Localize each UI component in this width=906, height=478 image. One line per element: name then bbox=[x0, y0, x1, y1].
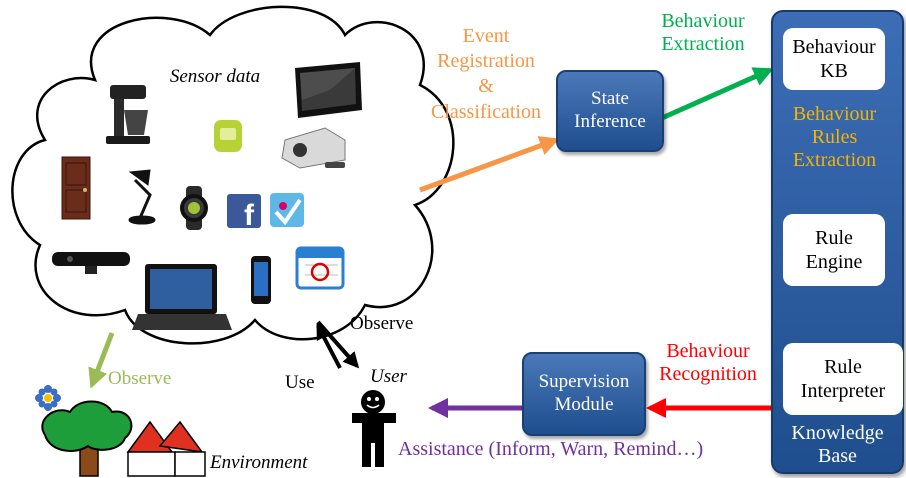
behaviour-rules-extraction-label: Behaviour Rules Extraction bbox=[792, 103, 877, 171]
arrow-cloud-observe-environment bbox=[88, 332, 115, 389]
smartphone-icon bbox=[251, 256, 271, 304]
watch-icon bbox=[180, 186, 208, 230]
user-use-label: Use bbox=[285, 372, 315, 393]
facebook-icon: f bbox=[227, 194, 261, 232]
event-registration-label: Event Registration & Classification bbox=[431, 25, 541, 123]
calendar-icon bbox=[295, 246, 345, 290]
tablet-icon bbox=[295, 62, 362, 118]
stick-figure-user-icon bbox=[352, 390, 396, 467]
user-observe-label: Observe bbox=[350, 313, 414, 334]
environment-observe-label: Observe bbox=[108, 368, 172, 389]
kinect-icon bbox=[52, 252, 130, 274]
arrow-cloud-to-state-inference bbox=[419, 136, 560, 193]
door-icon bbox=[61, 156, 91, 220]
arrow-state-to-behaviour-kb bbox=[660, 67, 774, 121]
behaviour-recognition-label: Behaviour Recognition bbox=[659, 340, 757, 385]
desk-lamp-icon bbox=[128, 169, 156, 225]
environment-label: Environment bbox=[210, 452, 308, 473]
house-icon bbox=[126, 420, 206, 477]
sensor-data-label: Sensor data bbox=[169, 66, 261, 87]
arrow-user-observe bbox=[316, 320, 360, 369]
behaviour-extraction-label: Behaviour Extraction bbox=[661, 10, 745, 55]
coffee-maker-icon bbox=[106, 85, 150, 144]
assistance-label: Assistance (Inform, Warn, Remind…) bbox=[398, 438, 704, 460]
flower-icon bbox=[35, 385, 61, 411]
projector-icon bbox=[281, 127, 346, 169]
pedometer-icon bbox=[214, 120, 242, 152]
tree-icon bbox=[41, 400, 133, 477]
foursquare-icon bbox=[270, 193, 304, 227]
arrow-user-use bbox=[316, 323, 342, 369]
knowledge-base-label: Knowledge Base bbox=[791, 422, 884, 467]
laptop-icon bbox=[132, 264, 232, 330]
user-label: User bbox=[370, 366, 407, 387]
svg-text:f: f bbox=[244, 199, 255, 232]
